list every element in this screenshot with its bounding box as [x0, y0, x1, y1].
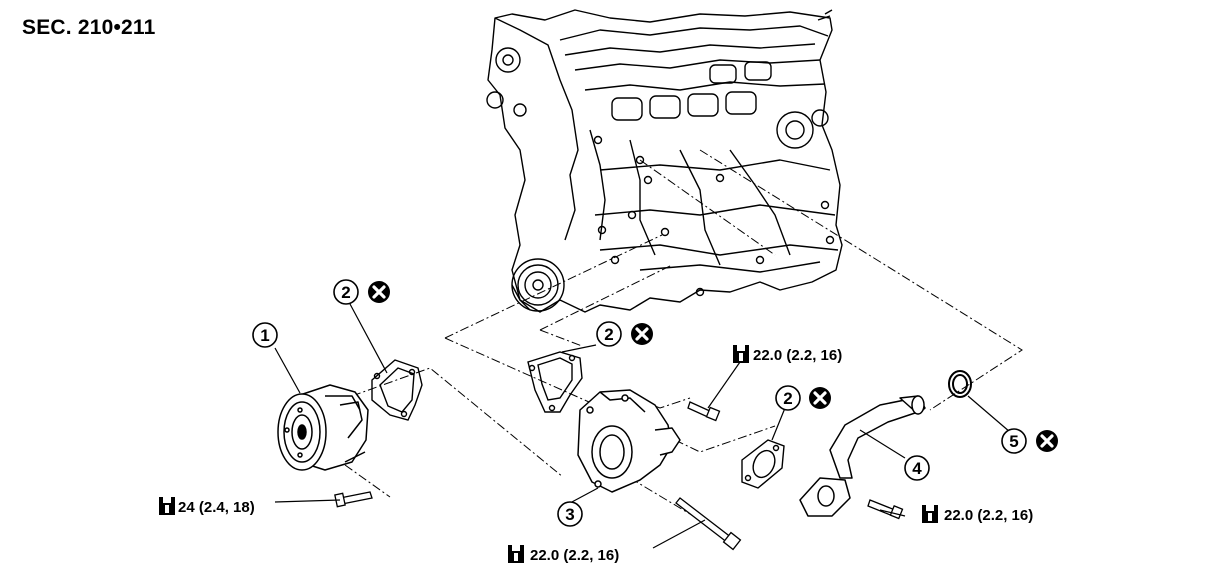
pipe-gasket — [741, 439, 785, 489]
callout-number: 3 — [565, 505, 574, 524]
torque-value: 24 (2.4, 18) — [178, 499, 255, 516]
torque-value: 22.0 (2.2, 16) — [753, 347, 842, 364]
callout-4: 4 — [904, 455, 930, 481]
water-pump — [277, 384, 369, 471]
o-ring — [948, 370, 972, 398]
callout-2b: 2 — [596, 321, 655, 347]
callout-number: 2 — [604, 325, 613, 344]
callout-number: 5 — [1009, 432, 1018, 451]
torque-water-pump-bolt: 24 (2.4, 18) — [159, 497, 255, 516]
pipe-bolt — [867, 499, 904, 520]
torque-housing-bolt-lower: 22.0 (2.2, 16) — [508, 545, 619, 564]
pump-gasket — [371, 359, 423, 421]
torque-value: 22.0 (2.2, 16) — [944, 507, 1033, 524]
callout-2c: 2 — [775, 385, 833, 411]
x-circle-icon — [807, 385, 833, 411]
section-label: SEC. 210•211 — [22, 16, 156, 39]
callout-5: 5 — [1001, 428, 1060, 454]
callout-number: 4 — [912, 459, 922, 478]
torque-housing-bolt-upper: 22.0 (2.2, 16) — [733, 345, 842, 364]
alignment-lines — [344, 149, 1023, 521]
torque-pipe-bolt: 22.0 (2.2, 16) — [922, 505, 1033, 524]
engine-block — [486, 9, 843, 313]
callout-number: 1 — [260, 326, 269, 345]
housing-bolt-upper — [687, 401, 721, 422]
torque-wrench-icon — [922, 505, 938, 523]
housing-gasket — [527, 351, 583, 413]
callout-3: 3 — [557, 501, 583, 527]
water-pipe — [799, 395, 926, 517]
callout-1: 1 — [252, 322, 278, 348]
torque-wrench-icon — [508, 545, 524, 563]
pump-bolt — [334, 491, 373, 508]
housing-bolt-lower — [675, 497, 742, 551]
x-circle-icon — [1034, 428, 1060, 454]
callout-leaders — [274, 303, 1011, 549]
x-circle-icon — [629, 321, 655, 347]
torque-wrench-icon — [159, 497, 175, 515]
callout-2a: 2 — [333, 279, 392, 305]
callout-number: 2 — [783, 389, 792, 408]
torque-value: 22.0 (2.2, 16) — [530, 547, 619, 564]
water-inlet-housing — [577, 389, 681, 493]
callout-number: 2 — [341, 283, 350, 302]
torque-wrench-icon — [733, 345, 749, 363]
x-circle-icon — [366, 279, 392, 305]
